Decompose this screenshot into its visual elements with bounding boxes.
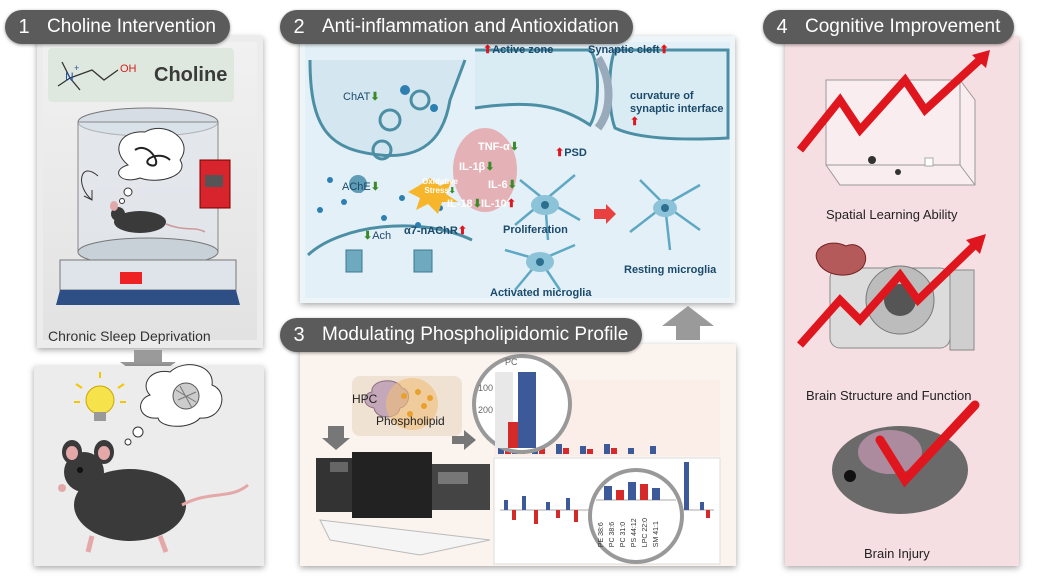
label-psd: ⬆PSD xyxy=(555,147,587,159)
label-synaptic-cleft: Synaptic cleft⬆ xyxy=(588,44,669,56)
panel-2-number: 2 xyxy=(293,15,305,38)
sleep-deprivation-caption: Chronic Sleep Deprivation xyxy=(48,328,211,344)
label-il18: IL-18⬇ xyxy=(447,198,482,210)
label-ache: AChE⬇ xyxy=(342,181,380,193)
panel-3-title: Modulating Phospholipidomic Profile xyxy=(322,324,629,345)
label-hpc: HPC xyxy=(352,392,378,406)
caption-brain-injury: Brain Injury xyxy=(864,546,930,561)
panel-4-title: Cognitive Improvement xyxy=(805,16,1001,37)
molecule-n: N xyxy=(65,70,74,84)
molecule-oh: OH xyxy=(120,63,137,75)
header-panel-1: 1 Choline Intervention xyxy=(5,10,230,44)
panel-2-title: Anti-inflammation and Antioxidation xyxy=(322,16,619,37)
molecule-plus: + xyxy=(74,63,80,73)
header-panel-4: 4 Cognitive Improvement xyxy=(763,10,1015,44)
label-chat: ChAT⬇ xyxy=(343,91,380,103)
caption-brain-structure: Brain Structure and Function xyxy=(806,388,972,403)
label-curvature: curvature of synaptic interface ⬆ xyxy=(630,90,724,128)
panel-4-number: 4 xyxy=(776,15,788,38)
header-panel-2: 2 Anti-inflammation and Antioxidation xyxy=(280,10,633,44)
panel-3-number: 3 xyxy=(293,323,305,346)
header-panel-3: 3 Modulating Phospholipidomic Profile xyxy=(280,318,643,352)
label-proliferation: Proliferation xyxy=(503,224,568,236)
panel-1-number: 1 xyxy=(18,15,30,38)
label-resting-microglia: Resting microglia xyxy=(624,264,717,276)
pc-tick-200: 200 xyxy=(478,405,494,415)
label-active-zone: ⬆Active zone xyxy=(483,44,554,56)
label-oxidative-stress: Oxidative Stress⬇ xyxy=(421,177,458,195)
label-pc: PC xyxy=(505,357,518,367)
label-phospholipid: Phospholipid xyxy=(376,414,445,428)
label-tnf: TNF-α⬇ xyxy=(478,141,520,153)
label-a7-nachr: α7-nAChR⬆ xyxy=(404,225,468,237)
caption-spatial-learning: Spatial Learning Ability xyxy=(826,207,958,222)
label-il6: IL-6⬇ xyxy=(488,179,517,191)
label-il1b: IL-1β⬇ xyxy=(459,161,495,173)
label-il10: IL-10⬆ xyxy=(481,198,516,210)
pc-tick-100: 100 xyxy=(478,383,494,393)
label-activated-microglia: Activated microglia xyxy=(490,287,592,299)
choline-label: Choline xyxy=(154,64,228,86)
panel-1-title: Choline Intervention xyxy=(47,16,216,37)
label-ach: ⬇Ach xyxy=(363,230,392,242)
